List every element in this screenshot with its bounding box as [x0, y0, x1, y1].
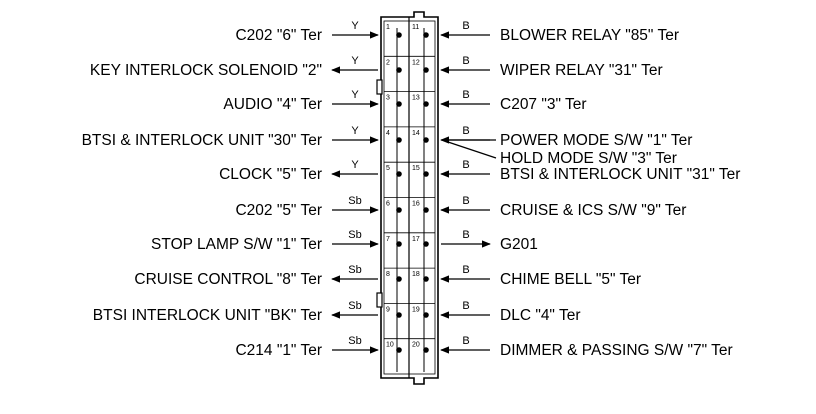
wire-color-label: B: [462, 55, 469, 67]
pin-number: 6: [386, 201, 390, 208]
pin-number: 8: [386, 271, 390, 278]
left-circuit-label: C202 "6" Ter: [235, 27, 322, 44]
right-circuit-label: CRUISE & ICS S/W "9" Ter: [500, 202, 686, 219]
wire-color-label: B: [462, 89, 469, 101]
terminal-dot: [423, 312, 429, 318]
left-circuit-label: KEY INTERLOCK SOLENOID "2": [90, 62, 322, 79]
pin-number: 16: [412, 201, 420, 208]
pin-number: 20: [412, 342, 420, 349]
terminal-dot: [423, 241, 429, 247]
wire-color-label: B: [462, 264, 469, 276]
pin-number: 15: [412, 165, 420, 172]
wire-color-label: Sb: [348, 229, 361, 241]
left-circuit-label: BTSI INTERLOCK UNIT "BK" Ter: [93, 307, 322, 324]
pin-number: 4: [386, 130, 390, 137]
pin-number: 18: [412, 271, 420, 278]
right-circuit-label: BLOWER RELAY "85" Ter: [500, 27, 679, 44]
right-circuit-label: CHIME BELL "5" Ter: [500, 271, 641, 288]
right-circuit-label: DIMMER & PASSING S/W "7" Ter: [500, 342, 733, 359]
terminal-dot: [396, 241, 402, 247]
pin-number: 17: [412, 236, 420, 243]
terminal-dot: [396, 32, 402, 38]
terminal-dot: [396, 171, 402, 177]
pin-number: 11: [412, 24, 419, 31]
terminal-dot: [396, 312, 402, 318]
wire-color-label: Y: [351, 159, 359, 171]
pin-number: 7: [386, 236, 390, 243]
wire-color-label: Sb: [348, 300, 361, 312]
terminal-dot: [423, 207, 429, 213]
left-circuit-label: C202 "5" Ter: [235, 202, 322, 219]
terminal-dot: [423, 137, 429, 143]
left-circuit-label: CLOCK "5" Ter: [219, 166, 322, 183]
terminal-dot: [396, 207, 402, 213]
wire-color-label: Sb: [348, 195, 361, 207]
pin-number: 10: [386, 342, 394, 349]
pin-number: 5: [386, 165, 390, 172]
wire-color-label: Y: [351, 20, 359, 32]
left-circuit-label: C214 "1" Ter: [235, 342, 322, 359]
pin-number: 19: [412, 306, 420, 313]
wire-color-label: B: [462, 125, 469, 137]
wire-color-label: B: [462, 300, 469, 312]
right-circuit-label: WIPER RELAY "31" Ter: [500, 62, 663, 79]
left-circuit-label: CRUISE CONTROL "8" Ter: [134, 271, 322, 288]
wire-color-label: Y: [351, 89, 359, 101]
pin-number: 12: [412, 59, 420, 66]
terminal-dot: [423, 171, 429, 177]
wire-color-label: B: [462, 229, 469, 241]
terminal-dot: [396, 101, 402, 107]
wire-color-label: Sb: [348, 335, 361, 347]
pin-number: 9: [386, 306, 390, 313]
left-circuit-label: AUDIO "4" Ter: [223, 96, 322, 113]
terminal-dot: [396, 137, 402, 143]
terminal-dot: [396, 276, 402, 282]
wire-color-label: B: [462, 195, 469, 207]
wire-color-label: Y: [351, 55, 359, 67]
pin-number: 2: [386, 59, 390, 66]
terminal-dot: [423, 32, 429, 38]
pin-number: 13: [412, 95, 420, 102]
pin-number: 14: [412, 130, 420, 137]
hold-mode-bracket: [441, 139, 497, 159]
right-circuit-label: G201: [500, 236, 538, 253]
hold-mode-label: HOLD MODE S/W "3" Ter: [500, 150, 677, 167]
right-circuit-label: POWER MODE S/W "1" Ter: [500, 132, 692, 149]
pin-number: 1: [386, 24, 390, 31]
right-circuit-label: C207 "3" Ter: [500, 96, 587, 113]
wire-color-label: B: [462, 335, 469, 347]
terminal-dot: [423, 347, 429, 353]
terminal-dot: [396, 347, 402, 353]
terminal-dot: [423, 67, 429, 73]
pin-number: 3: [386, 95, 390, 102]
terminal-dot: [423, 101, 429, 107]
terminal-dot: [396, 67, 402, 73]
wire-color-label: B: [462, 20, 469, 32]
wire-color-label: Sb: [348, 264, 361, 276]
left-circuit-label: BTSI & INTERLOCK UNIT "30" Ter: [82, 132, 322, 149]
wire-color-label: B: [462, 159, 469, 171]
left-circuit-label: STOP LAMP S/W "1" Ter: [151, 236, 322, 253]
terminal-dot: [423, 276, 429, 282]
connector-body: [376, 11, 439, 385]
right-circuit-label: BTSI & INTERLOCK UNIT "31" Ter: [500, 166, 740, 183]
right-circuit-label: DLC "4" Ter: [500, 307, 581, 324]
wire-color-label: Y: [351, 125, 359, 137]
